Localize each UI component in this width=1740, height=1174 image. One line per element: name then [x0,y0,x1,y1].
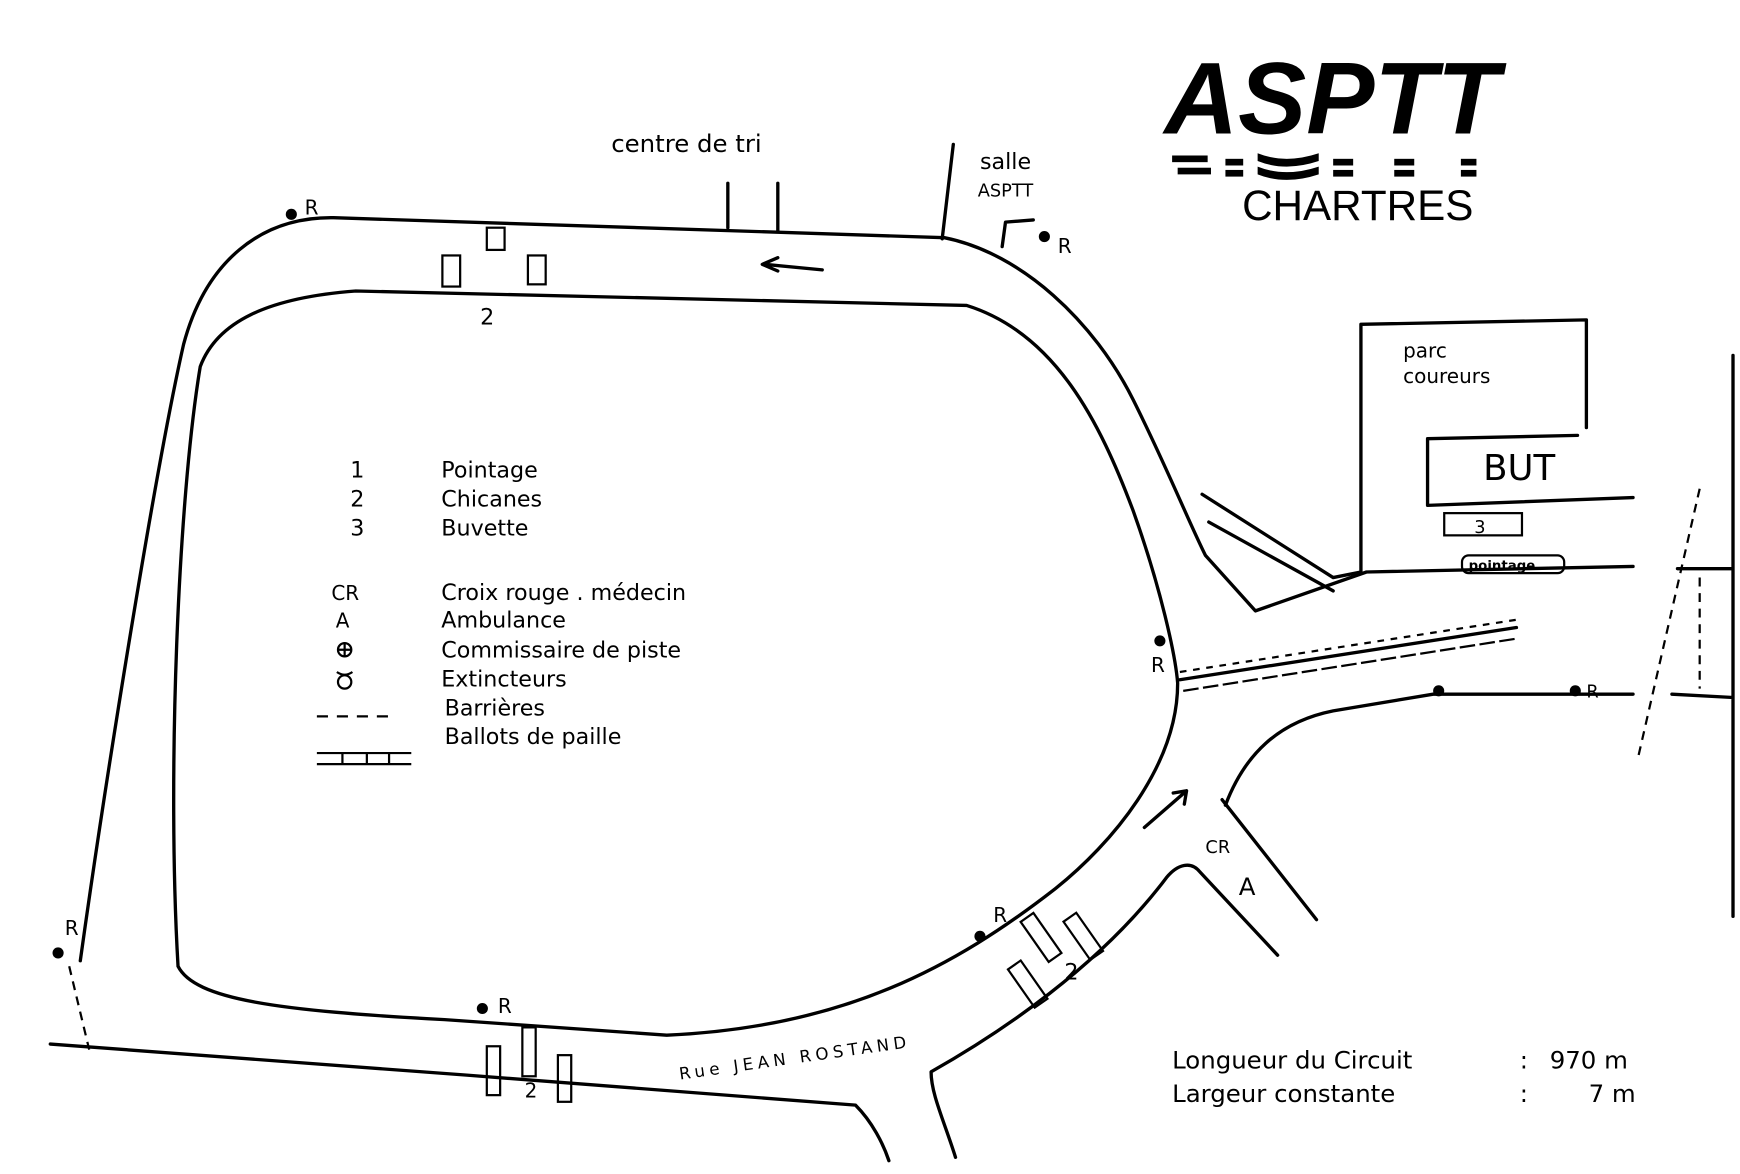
label-chicane-top: 2 [480,304,494,330]
street-lower-edge [48,1042,891,1163]
label-asptt-hall: ASPTT [978,182,1034,202]
logo-waves [1172,153,1477,180]
marshal-post-icons: R R R R R R R [52,195,1599,1018]
label-cr: CR [1205,838,1230,858]
legend-label: Buvette [441,515,528,541]
legend-key: A [336,609,350,633]
track-outer-edge [78,216,1635,963]
legend-key: 2 [350,486,364,512]
circuit-info: Longueur du Circuit : 970 m Largeur cons… [1172,1045,1636,1107]
svg-text:R: R [993,903,1007,927]
commissaire-icon: R [52,916,79,959]
width-value: 7 m [1589,1079,1636,1108]
finish-straight-bottom [1223,692,1635,807]
commissaire-icon: R [476,994,512,1018]
commissaire-icon: R [1569,683,1599,703]
direction-arrow [1142,789,1189,830]
side-road-lower [1207,520,1335,593]
label-buvette-number: 3 [1474,518,1485,538]
separator: : [1520,1079,1528,1108]
direction-arrow [760,256,824,273]
legend-key: CR [331,581,359,605]
chicane-right [1006,911,1105,1010]
label-chicane-right: 2 [1064,960,1078,986]
logo-city: CHARTRES [1242,182,1473,229]
label-finish: BUT [1483,448,1555,489]
legend-label: Extincteurs [441,666,566,692]
legend-label: Croix rouge . médecin [441,580,686,606]
finish-bales [1183,637,1517,692]
legend-key: 1 [350,458,364,484]
label-chicane-bottom: 2 [525,1078,538,1102]
svg-text:R: R [1151,653,1165,677]
left-barrier [68,966,91,1050]
commissaire-icon [1433,685,1445,697]
commissaire-icon: R [1151,635,1166,677]
legend-label: Pointage [441,458,538,484]
extinguisher-icon [336,671,354,690]
buvette-box [1443,512,1524,537]
label-salle: salle [980,149,1031,175]
legend-key: 3 [350,515,364,541]
legend: 1 Pointage 2 Chicanes 3 Buvette CR Croix… [316,458,686,766]
timing-box [1460,554,1566,575]
svg-text:R: R [65,916,79,940]
commissaire-icon: R [1038,231,1072,258]
chicane-bottom [485,1026,573,1103]
label-parc: parc [1403,339,1447,363]
svg-text:R: R [1058,234,1072,258]
width-label: Largeur constante [1172,1079,1395,1108]
separator: : [1520,1045,1528,1074]
chicane-top [441,226,547,288]
but-box [1425,433,1635,508]
right-road [1220,353,1735,922]
legend-label: Ambulance [441,608,566,634]
finish-line-barrier [1637,488,1701,756]
label-pointage: pointage [1469,559,1536,574]
track-inner-edge [172,289,1180,1037]
street-right-branch [929,863,1280,1160]
legend-label: Barrières [445,695,545,721]
legend-label: Ballots de paille [445,724,622,750]
logo-text: ASPTT [1161,40,1506,155]
label-coureurs: coureurs [1403,364,1490,388]
side-road [1200,318,1589,580]
finish-straight-top [1178,625,1519,682]
svg-text:R: R [1586,683,1598,703]
length-value: 970 m [1550,1045,1628,1074]
finish-barrier [1179,618,1517,674]
label-centre-de-tri: centre de tri [611,129,762,158]
svg-text:R: R [498,994,512,1018]
length-label: Longueur du Circuit [1172,1045,1412,1074]
asptt-logo: ASPTT CHARTRES [1161,40,1506,229]
label-ambulance: A [1239,872,1256,901]
commissaire-icon: R [974,903,1007,942]
legend-label: Chicanes [441,486,542,512]
bales-line-icon [316,751,412,766]
street-name: Rue JEAN ROSTAND [678,1032,912,1083]
commissaire-icon: R [285,195,319,220]
building-lines [726,142,1035,249]
legend-label: Commissaire de piste [441,638,681,664]
commissaire-icon [336,641,353,658]
svg-text:R: R [305,195,319,219]
